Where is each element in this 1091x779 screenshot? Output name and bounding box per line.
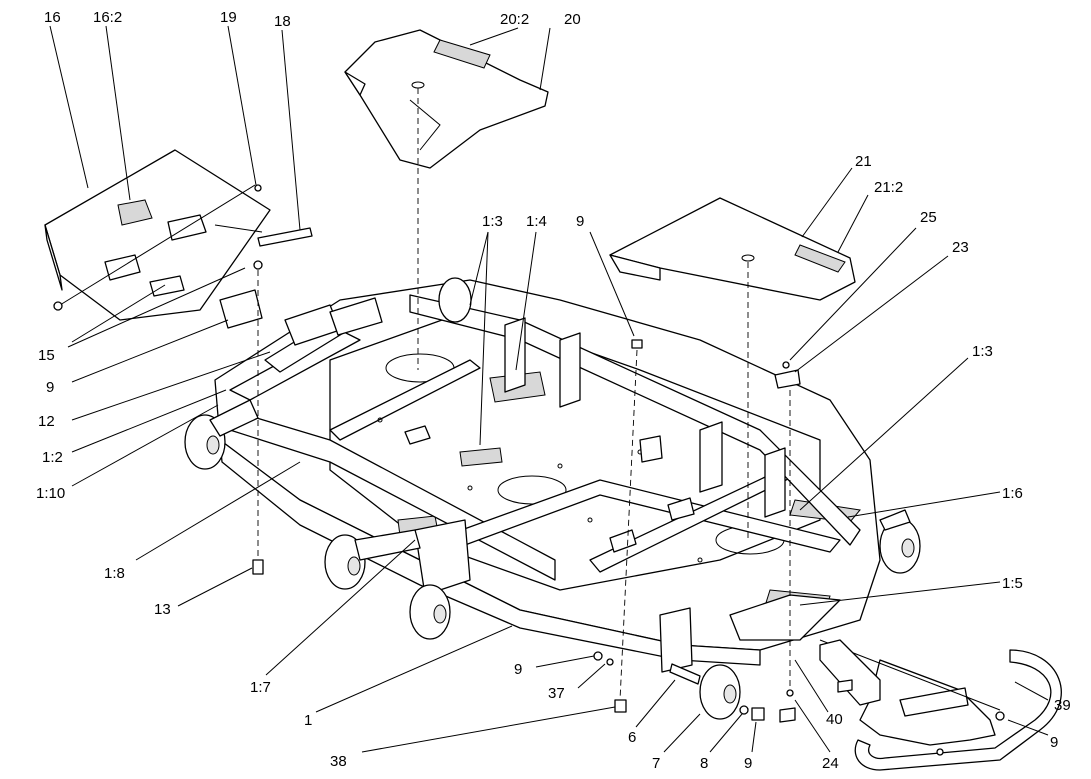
center-hardware	[593, 339, 643, 713]
callout-15: 15	[38, 347, 55, 364]
leader-lines	[49, 25, 1049, 753]
callout-9-left: 9	[46, 379, 54, 396]
left-cover-hardware	[219, 227, 313, 575]
bumper	[779, 639, 1062, 771]
callout-1-10: 1:10	[36, 485, 65, 502]
callout-6: 6	[628, 729, 636, 746]
callout-labels: 16 16:2 19 18 20:2 20 21 21:2 25 23 1:3 …	[36, 9, 1071, 772]
callout-9-lower: 9	[514, 661, 522, 678]
right-cover-hardware	[774, 361, 801, 697]
callout-19: 19	[220, 9, 237, 26]
callout-12: 12	[38, 413, 55, 430]
callout-1: 1	[304, 712, 312, 729]
callout-9-bottom: 9	[744, 755, 752, 772]
callout-1-4: 1:4	[526, 213, 547, 230]
callout-9-center: 9	[576, 213, 584, 230]
callout-24: 24	[822, 755, 839, 772]
callout-1-3-center: 1:3	[482, 213, 503, 230]
callout-25: 25	[920, 209, 937, 226]
center-belt-cover	[344, 29, 549, 370]
callout-1-8: 1:8	[104, 565, 125, 582]
callout-23: 23	[952, 239, 969, 256]
right-belt-cover	[609, 197, 856, 540]
callout-16: 16	[44, 9, 61, 26]
callout-21: 21	[855, 153, 872, 170]
caster-wheels	[184, 277, 921, 720]
callout-16-2: 16:2	[93, 9, 122, 26]
callout-1-6: 1:6	[1002, 485, 1023, 502]
callout-37: 37	[548, 685, 565, 702]
callout-8: 8	[700, 755, 708, 772]
mower-deck	[214, 279, 881, 673]
callout-18: 18	[274, 13, 291, 30]
callout-20-2: 20:2	[500, 11, 529, 28]
callout-21-2: 21:2	[874, 179, 903, 196]
callout-1-3-right: 1:3	[972, 343, 993, 360]
callout-1-5: 1:5	[1002, 575, 1023, 592]
callout-7: 7	[652, 755, 660, 772]
wheel-hardware	[669, 663, 765, 721]
callout-40: 40	[826, 711, 843, 728]
callout-9-right: 9	[1050, 734, 1058, 751]
left-belt-cover	[44, 149, 271, 321]
callout-38: 38	[330, 753, 347, 770]
callout-1-7: 1:7	[250, 679, 271, 696]
callout-13: 13	[154, 601, 171, 618]
callout-1-2: 1:2	[42, 449, 63, 466]
callout-39: 39	[1054, 697, 1071, 714]
callout-20: 20	[564, 11, 581, 28]
